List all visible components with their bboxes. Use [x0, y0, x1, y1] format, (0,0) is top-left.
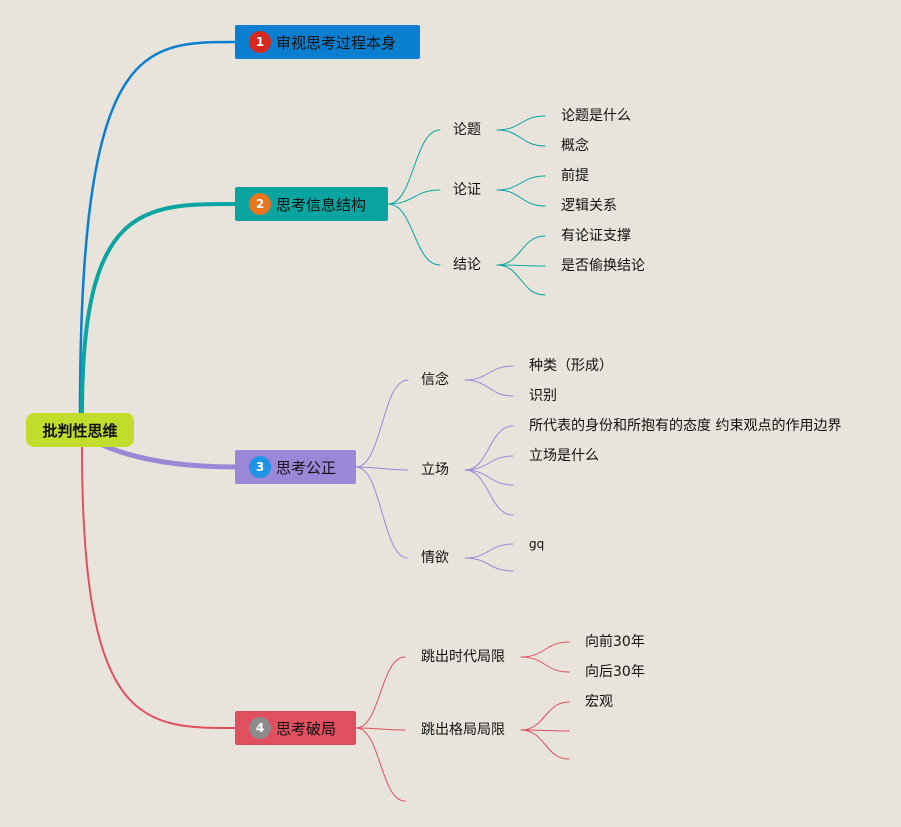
branch-4-label: 思考破局 — [276, 719, 337, 738]
connector-3 — [387, 129, 441, 205]
b3-sub-1[interactable]: 信念 — [421, 372, 449, 388]
root-connector-0 — [78, 40, 237, 415]
number-2-icon: 2 — [249, 193, 271, 215]
root-connector-1 — [80, 202, 237, 415]
connector-26 — [355, 727, 406, 802]
connector-10 — [496, 235, 546, 266]
connector-9 — [496, 189, 546, 207]
connector-27 — [520, 641, 570, 658]
connector-21 — [464, 469, 514, 516]
b4-sub-1-leaf-2[interactable]: 向后30年 — [585, 664, 645, 680]
branch-1-label: 审视思考过程本身 — [276, 33, 397, 52]
b3-sub-1-leaf-2[interactable]: 识别 — [529, 388, 557, 404]
connector-14 — [355, 466, 409, 471]
branch-2-topic[interactable]: 2 思考信息结构 — [235, 187, 388, 221]
b2-sub-1-leaf-2[interactable]: 概念 — [561, 138, 589, 154]
connector-5 — [387, 203, 441, 266]
branch-2-label: 思考信息结构 — [276, 195, 367, 214]
b2-sub-2-leaf-1[interactable]: 前提 — [561, 168, 589, 184]
connector-16 — [464, 365, 514, 381]
connector-31 — [520, 729, 570, 760]
connector-6 — [496, 115, 546, 131]
branch-4-topic[interactable]: 4 思考破局 — [235, 711, 356, 745]
connector-20 — [464, 469, 514, 486]
b2-sub-3-leaf-1[interactable]: 有论证支撑 — [561, 228, 631, 244]
root-connector-3 — [97, 441, 238, 470]
connector-24 — [355, 656, 406, 729]
b2-sub-2-leaf-2[interactable]: 逻辑关系 — [561, 198, 617, 214]
b3-sub-2-leaf-1[interactable]: 所代表的身份和所抱有的态度 约束观点的作用边界 — [529, 418, 842, 434]
branch-3-label: 思考公正 — [276, 458, 337, 477]
root-topic[interactable]: 批判性思维 — [26, 413, 134, 447]
b4-sub-2-leaf-1[interactable]: 宏观 — [585, 694, 613, 710]
b2-sub-2[interactable]: 论证 — [453, 182, 481, 198]
connector-8 — [496, 175, 546, 191]
b3-sub-3-leaf-1[interactable]: gq — [529, 537, 545, 551]
branch-1-topic[interactable]: 1 审视思考过程本身 — [235, 25, 420, 59]
connector-23 — [464, 557, 514, 572]
connector-4 — [387, 189, 441, 205]
connector-18 — [464, 425, 514, 471]
b4-sub-2[interactable]: 跳出格局局限 — [421, 722, 505, 738]
connector-17 — [464, 379, 514, 397]
b4-sub-1[interactable]: 跳出时代局限 — [421, 649, 505, 665]
connector-7 — [496, 129, 546, 147]
b2-sub-3-leaf-2[interactable]: 是否偷换结论 — [561, 258, 645, 274]
branch-3-topic[interactable]: 3 思考公正 — [235, 450, 356, 484]
connector-11 — [496, 264, 546, 267]
connector-12 — [496, 264, 546, 296]
b3-sub-2[interactable]: 立场 — [421, 462, 449, 478]
connector-30 — [520, 729, 570, 732]
b2-sub-1-leaf-1[interactable]: 论题是什么 — [561, 108, 631, 124]
connector-25 — [355, 727, 406, 731]
number-4-icon: 4 — [249, 717, 271, 739]
b3-sub-2-leaf-2[interactable]: 立场是什么 — [529, 448, 599, 464]
number-3-icon: 3 — [249, 456, 271, 478]
connector-29 — [520, 701, 570, 731]
b4-sub-1-leaf-1[interactable]: 向前30年 — [585, 634, 645, 650]
root-connector-2 — [81, 446, 236, 729]
connector-28 — [520, 656, 570, 673]
connector-22 — [464, 543, 514, 559]
b2-sub-1[interactable]: 论题 — [453, 122, 481, 138]
b3-sub-1-leaf-1[interactable]: 种类（形成） — [529, 358, 613, 374]
connector-19 — [464, 455, 514, 471]
connector-15 — [355, 466, 409, 559]
b2-sub-3[interactable]: 结论 — [453, 257, 481, 273]
root-label: 批判性思维 — [42, 421, 118, 440]
number-1-icon: 1 — [249, 31, 271, 53]
b3-sub-3[interactable]: 情欲 — [421, 550, 449, 566]
connector-13 — [355, 379, 409, 468]
